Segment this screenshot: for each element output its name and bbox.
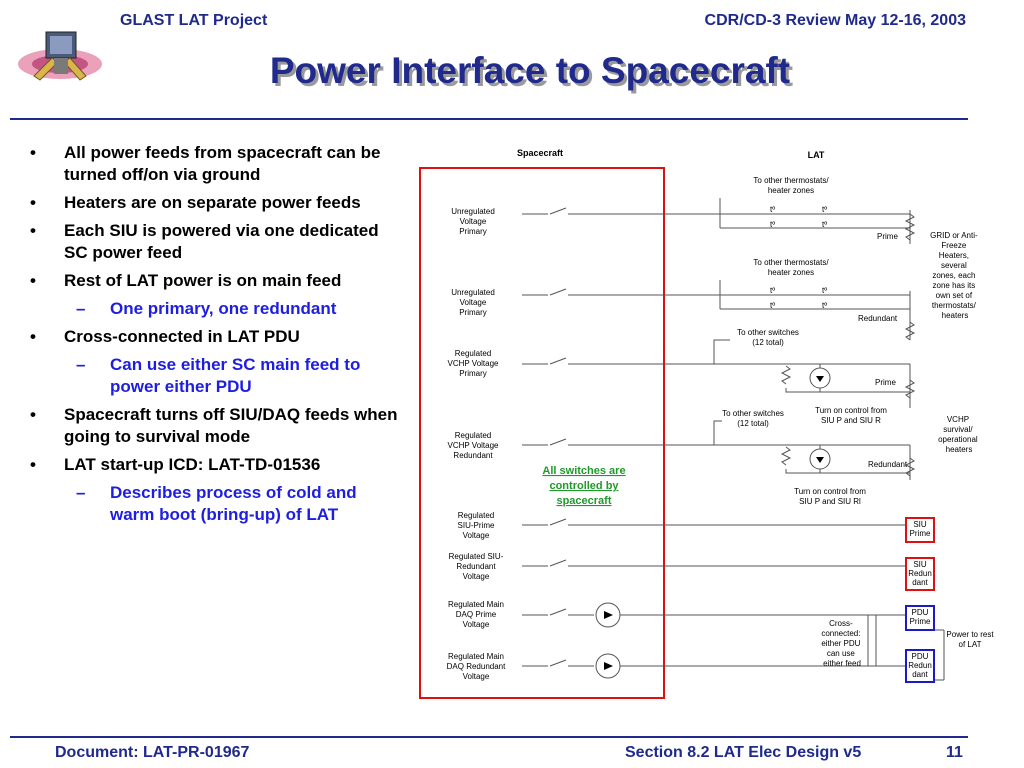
siu-redundant-box	[905, 557, 935, 591]
switch-icon	[522, 608, 594, 616]
heater-wiring	[664, 198, 916, 244]
bullet-item: Heaters are on separate power feeds	[30, 192, 402, 214]
bullet-item: LAT start-up ICD: LAT-TD-01536	[30, 454, 402, 476]
pdu-prime-box	[905, 605, 935, 631]
vchp-wiring	[664, 420, 916, 480]
pdu-redundant-box	[905, 649, 935, 683]
thermostat-icon: tº	[822, 220, 827, 229]
thermostat-icon: tº	[770, 205, 775, 214]
thermostat-icon: tº	[770, 220, 775, 229]
footer-document: Document: LAT-PR-01967	[55, 744, 250, 761]
bullet-item: Spacecraft turns off SIU/DAQ feeds when …	[30, 404, 402, 448]
switches-note: To other switches(12 total)	[737, 328, 799, 347]
redundant-label: Redundant	[868, 460, 908, 469]
switch-icon	[522, 518, 664, 526]
cross-connect-note: Cross- connected: either PDU can use eit…	[821, 619, 862, 668]
bullet-item: Rest of LAT power is on main feed	[30, 270, 402, 292]
switch-icon	[522, 357, 664, 365]
thermostat-note: To other thermostats/heater zones	[753, 176, 829, 195]
header-project: GLAST LAT Project	[120, 12, 268, 29]
footer-section: Section 8.2 LAT Elec Design v5	[625, 744, 862, 761]
glast-logo-icon	[18, 31, 102, 81]
transistor-icon	[816, 457, 824, 463]
daq-wiring	[620, 614, 945, 681]
vchp-note: VCHP survival/ operational heaters	[938, 415, 980, 454]
arrow-right-icon	[604, 611, 613, 619]
switch-icon	[522, 288, 664, 296]
switch-icon	[522, 559, 664, 567]
spacecraft-boundary	[419, 167, 665, 699]
sub-bullet-item: One primary, one redundant	[30, 298, 402, 320]
prime-label: Prime	[875, 378, 896, 387]
header-review: CDR/CD-3 Review May 12-16, 2003	[704, 12, 966, 29]
switches-note: To other switches(12 total)	[722, 409, 784, 428]
bullet-item: Each SIU is powered via one dedicated SC…	[30, 220, 402, 264]
lat-label: LAT	[808, 150, 825, 160]
thermostat-icon: tº	[822, 205, 827, 214]
redundant-label: Redundant	[858, 314, 898, 323]
slide-title: Power Interface to Spacecraft	[269, 50, 791, 91]
arrow-right-icon	[604, 662, 613, 670]
thermostat-icon: tº	[770, 301, 775, 310]
switch-icon	[522, 659, 594, 667]
page-number: 11	[946, 744, 963, 761]
transistor-icon	[816, 376, 824, 382]
thermostat-icon: tº	[822, 286, 827, 295]
grid-heater-note: GRID or Anti- Freeze Heaters, several zo…	[930, 231, 980, 320]
siu-prime-box	[905, 517, 935, 543]
header-divider	[10, 118, 968, 120]
bullet-list: All power feeds from spacecraft can be t…	[30, 142, 402, 532]
footer-divider	[10, 736, 968, 738]
prime-label: Prime	[877, 232, 898, 241]
switch-icon	[522, 438, 664, 446]
sub-bullet-item: Describes process of cold and warm boot …	[30, 482, 402, 526]
switch-icon	[522, 207, 664, 215]
thermostat-icon: tº	[822, 301, 827, 310]
thermostat-icon: tº	[770, 286, 775, 295]
sub-bullet-item: Can use either SC main feed to power eit…	[30, 354, 402, 398]
vchp-wiring	[664, 339, 916, 408]
thermostat-note: To other thermostats/heater zones	[753, 258, 829, 277]
spacecraft-label: Spacecraft	[517, 148, 563, 158]
bullet-item: Cross-connected in LAT PDU	[30, 326, 402, 348]
heater-wiring	[664, 280, 916, 341]
bullet-item: All power feeds from spacecraft can be t…	[30, 142, 402, 186]
